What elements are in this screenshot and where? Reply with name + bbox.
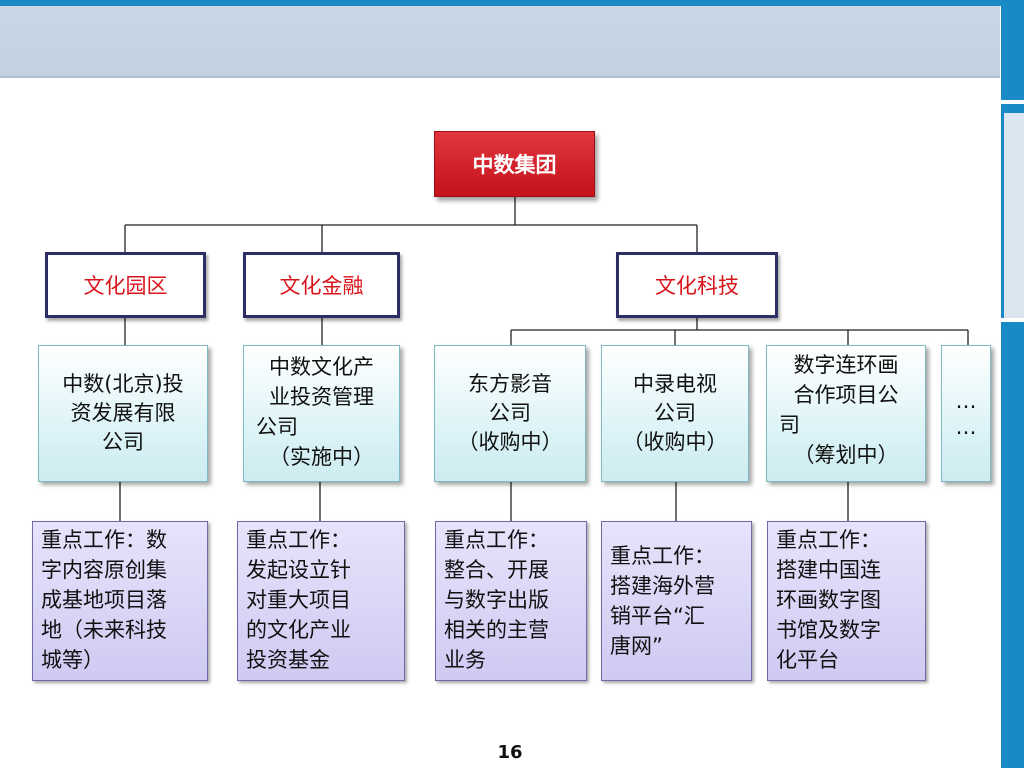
title-bar xyxy=(0,6,1000,78)
org-chart-connectors xyxy=(119,197,969,521)
work-text-line: 整合、开展 xyxy=(444,558,549,582)
company-shuzi-lianhuanhua: 数字连环画 合作项目公 司 （筹划中） xyxy=(766,345,926,482)
work-text-line: 发起设立针 xyxy=(246,558,351,582)
work-text-line: 相关的主营 xyxy=(444,618,549,642)
work-text-line: 唐网” xyxy=(610,634,663,658)
category-wenhua-jinrong: 文化金融 xyxy=(243,252,400,318)
company-text-line: 公司 xyxy=(489,401,531,425)
company-text-line: 资发展有限 xyxy=(70,401,176,425)
category-wenhua-yuanqu: 文化园区 xyxy=(45,252,206,318)
work-text-line: 搭建中国连 xyxy=(776,558,881,582)
work-text-line: 销平台“汇 xyxy=(610,604,705,628)
work-box-company5: 重点工作： 搭建中国连 环画数字图 书馆及数字 化平台 xyxy=(767,521,926,681)
company-status: （实施中） xyxy=(269,445,374,469)
work-box-company3: 重点工作： 整合、开展 与数字出版 相关的主营 业务 xyxy=(435,521,587,681)
category-label: 文化科技 xyxy=(655,274,739,298)
work-text-line: 重点工作： xyxy=(444,528,549,552)
category-label: 文化金融 xyxy=(279,274,364,298)
work-box-company4: 重点工作： 搭建海外营 销平台“汇 唐网” xyxy=(601,521,752,681)
work-text-line: 字内容原创集 xyxy=(41,558,167,582)
company-text-line: 中录电视 xyxy=(633,372,717,396)
company-text-line: 合作项目公 xyxy=(793,383,899,407)
work-text-line: 书馆及数字 xyxy=(776,618,881,642)
work-text-line: 重点工作：数 xyxy=(41,528,167,552)
work-text-line: 地（未来科技 xyxy=(41,618,167,642)
right-side-panel xyxy=(1004,113,1024,319)
work-text-line: 环画数字图 xyxy=(776,588,881,612)
ellipsis-text: … xyxy=(955,414,977,439)
page-number: 16 xyxy=(497,742,523,763)
ellipsis-text: … xyxy=(955,388,977,413)
work-text-line: 重点工作： xyxy=(776,528,881,552)
company-more-ellipsis: … … xyxy=(941,345,991,482)
company-status: （收购中） xyxy=(457,430,563,454)
work-text-line: 重点工作： xyxy=(610,544,715,568)
company-zhonglu-dianshi: 中录电视 公司 （收购中） xyxy=(601,345,749,482)
company-text-line: 公司 xyxy=(102,430,144,454)
company-text-line: 业投资管理 xyxy=(269,385,374,409)
category-label: 文化园区 xyxy=(83,274,168,298)
work-text-line: 城等） xyxy=(41,648,104,672)
work-box-company1: 重点工作：数 字内容原创集 成基地项目落 地（未来科技 城等） xyxy=(32,521,208,681)
work-text-line: 成基地项目落 xyxy=(41,588,167,612)
company-text-line: 司 xyxy=(779,413,800,437)
company-text-line: 公司 xyxy=(654,401,696,425)
company-text-line: 中数(北京)投 xyxy=(62,372,184,396)
company-text-line: 公司 xyxy=(256,415,298,439)
company-text-line: 东方影音 xyxy=(468,372,552,396)
work-text-line: 的文化产业 xyxy=(246,618,351,642)
work-text-line: 业务 xyxy=(444,648,486,672)
category-wenhua-keji: 文化科技 xyxy=(616,252,778,318)
company-text-line: 中数文化产 xyxy=(269,355,374,379)
top-accent-band xyxy=(0,0,1024,6)
company-text-line: 数字连环画 xyxy=(793,353,899,377)
work-text-line: 与数字出版 xyxy=(444,588,549,612)
root-node-label: 中数集团 xyxy=(472,153,557,177)
company-dongfang-yingyin: 东方影音 公司 （收购中） xyxy=(434,345,586,482)
work-text-line: 搭建海外营 xyxy=(610,574,715,598)
right-bar-divider-lower xyxy=(1001,318,1024,322)
work-text-line: 重点工作： xyxy=(246,528,351,552)
company-zhongshu-wenhua-touzi: 中数文化产 业投资管理 公司 （实施中） xyxy=(243,345,400,482)
company-zhongshu-beijing: 中数(北京)投 资发展有限 公司 xyxy=(38,345,208,482)
work-text-line: 对重大项目 xyxy=(246,588,351,612)
right-bar-divider xyxy=(1001,100,1024,104)
company-status: （筹划中） xyxy=(793,443,899,467)
root-node-zhongshu-group: 中数集团 xyxy=(434,131,595,197)
work-text-line: 投资基金 xyxy=(246,648,330,672)
work-text-line: 化平台 xyxy=(776,648,839,672)
company-status: （收购中） xyxy=(622,430,728,454)
work-box-company2: 重点工作： 发起设立针 对重大项目 的文化产业 投资基金 xyxy=(237,521,405,681)
